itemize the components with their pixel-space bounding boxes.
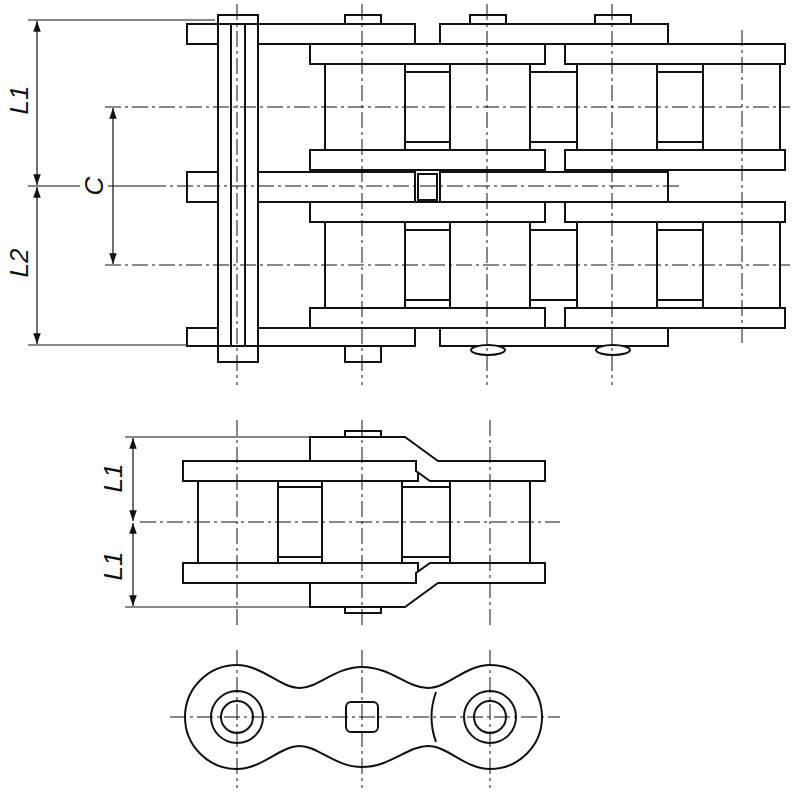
dimension-label: L1 <box>99 549 127 584</box>
dimension-label: L2 <box>5 246 33 281</box>
dimension-label: L1 <box>99 461 127 496</box>
dimension-label: L1 <box>5 83 33 118</box>
dimension-label: C <box>80 174 108 199</box>
